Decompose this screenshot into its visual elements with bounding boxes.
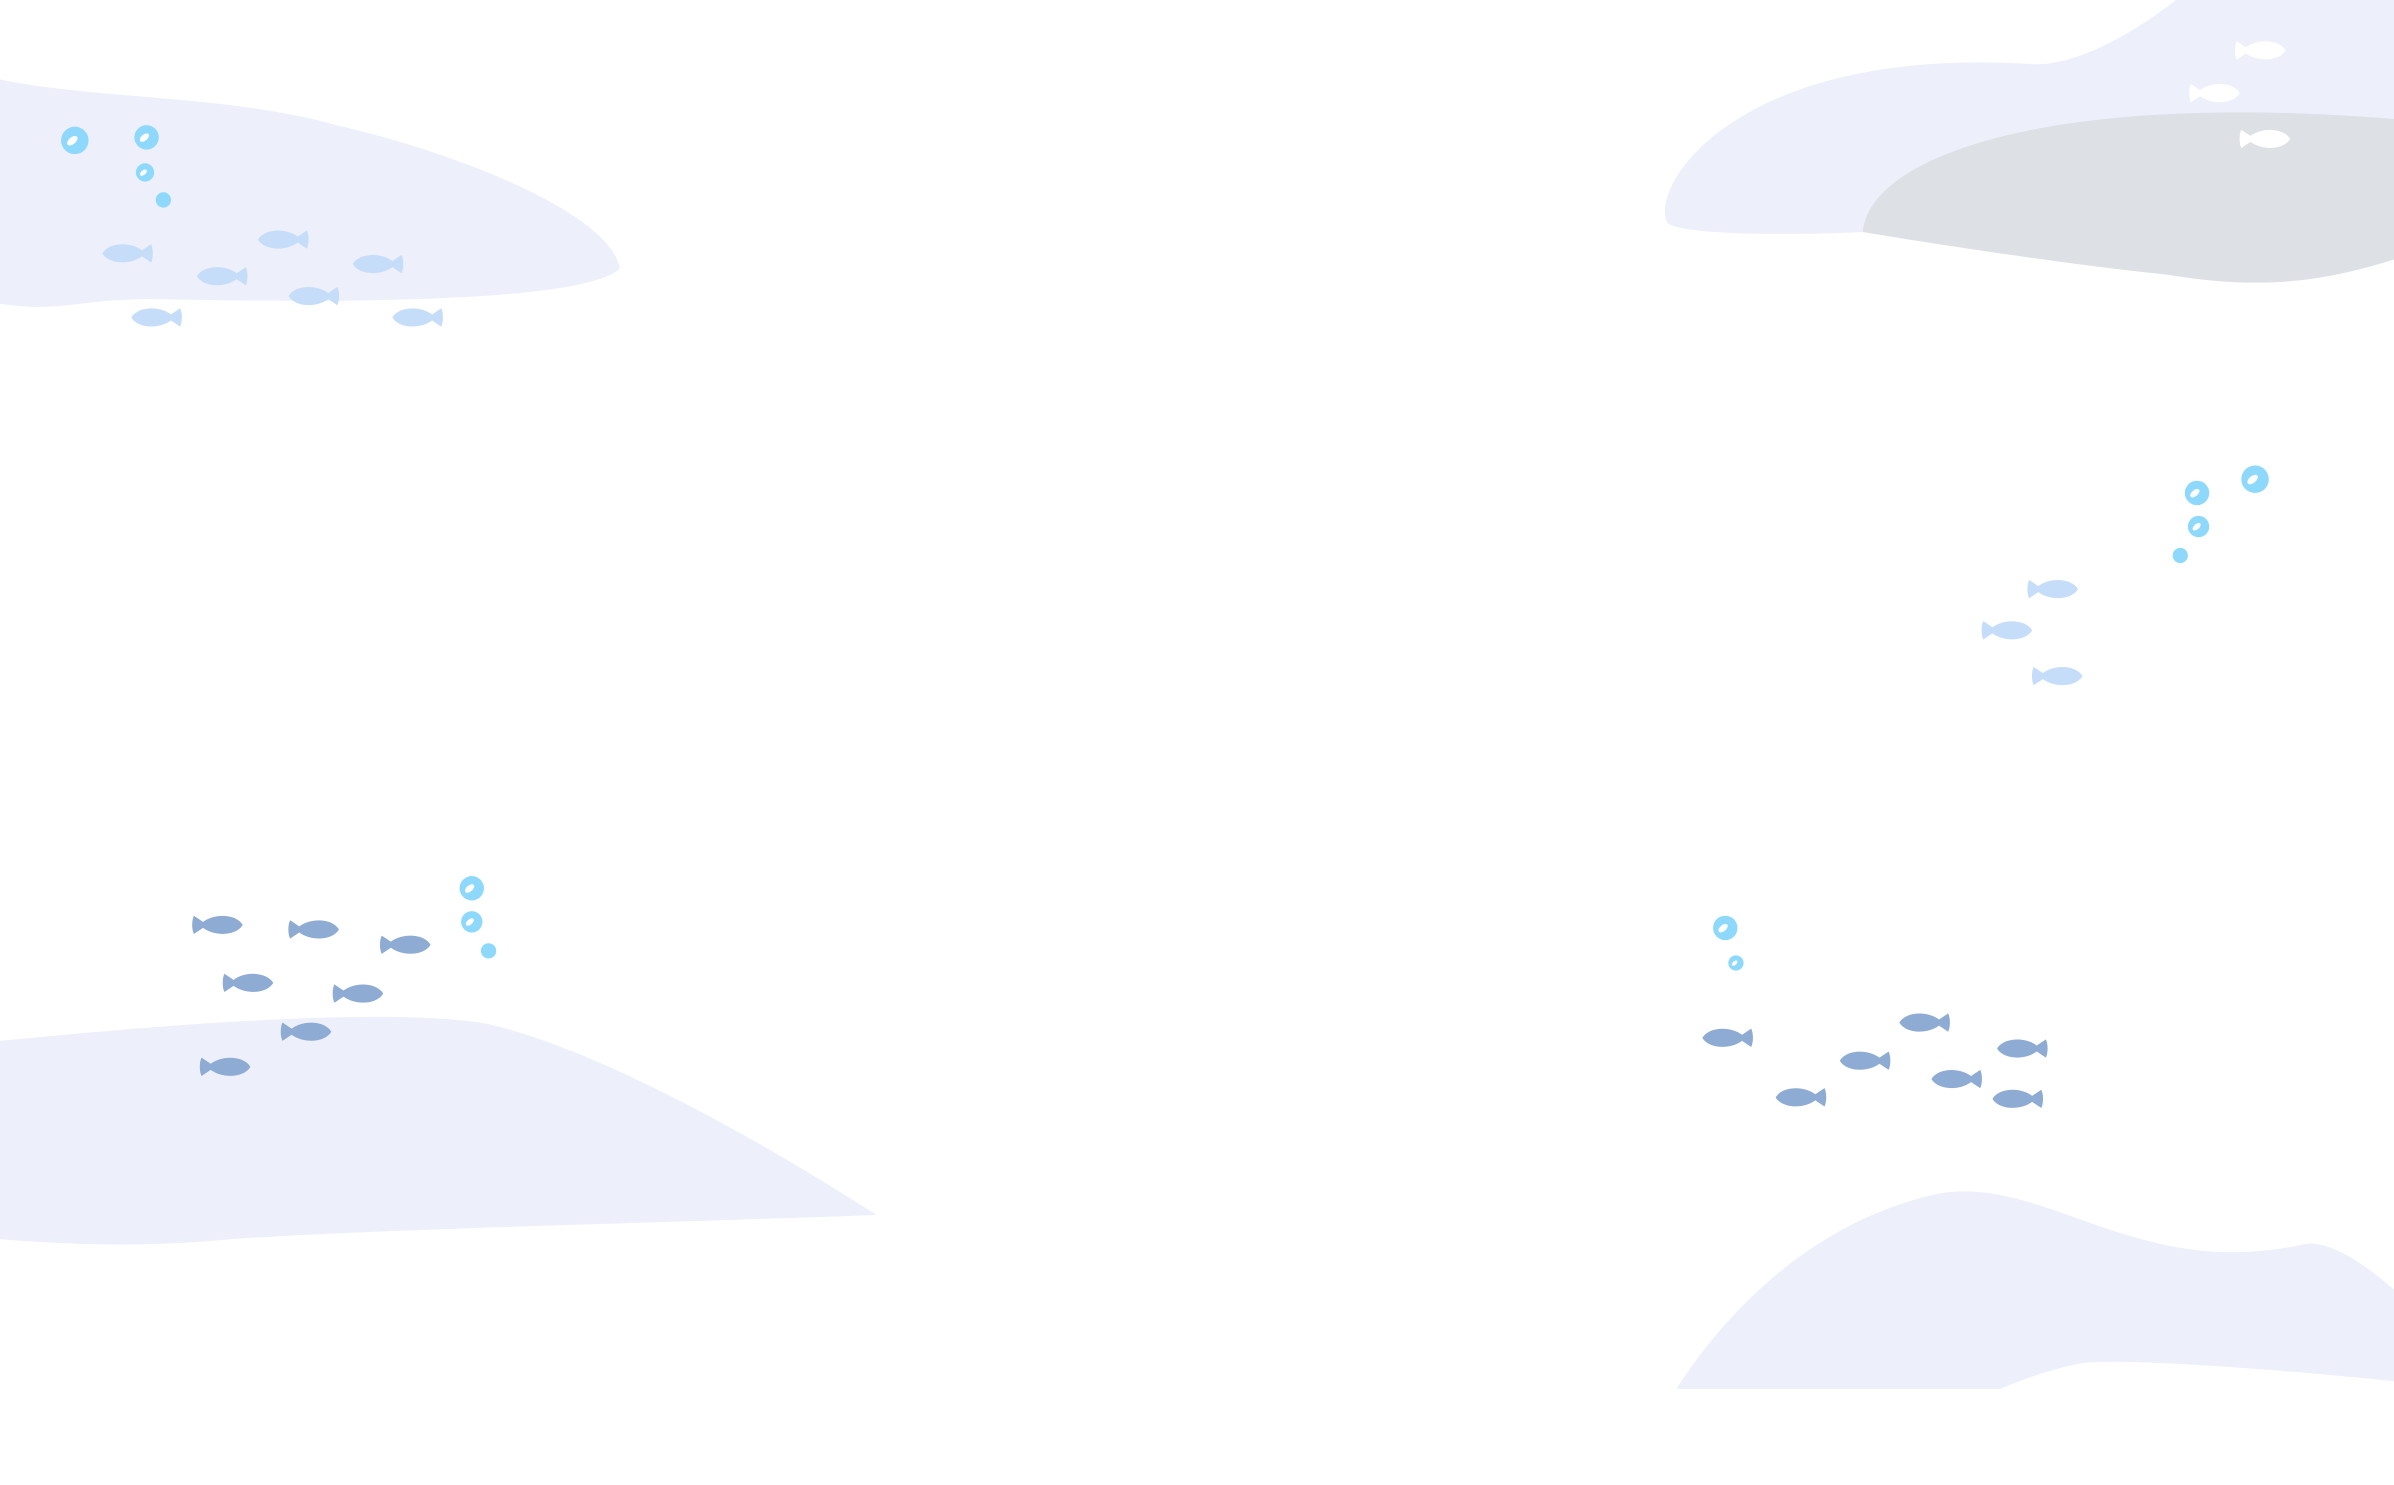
bubble-icon <box>134 125 159 150</box>
bubble-groups <box>61 125 2269 971</box>
rock-blob-bottom-right <box>1676 1191 2394 1389</box>
fish-icon <box>192 915 243 935</box>
fish-icon <box>222 973 274 993</box>
fish-icon <box>1931 1069 1982 1089</box>
cloud-shadow-top-right <box>1862 112 2394 283</box>
bubble-icon <box>135 163 155 182</box>
fish-icon <box>1899 1013 1950 1032</box>
bubble-icon <box>2187 515 2210 538</box>
fish-icon <box>1992 1089 2044 1109</box>
fish-icon <box>1997 1039 2048 1058</box>
fish-icon <box>392 308 443 327</box>
bubble-icon <box>461 911 483 933</box>
fish-icon <box>379 935 431 954</box>
fish-icon <box>1702 1028 1753 1047</box>
cloud-blob-top-left <box>0 79 620 307</box>
bubble-icon <box>480 943 497 959</box>
fish-icon <box>2031 666 2083 686</box>
fish-icon <box>131 308 182 327</box>
fish-icon <box>332 984 384 1003</box>
bubble-icon <box>2172 547 2188 564</box>
bubble-icon <box>2184 480 2210 506</box>
bubble-icon <box>1713 915 1738 941</box>
bubble-icon <box>2241 465 2269 493</box>
rock-blob-bottom-left <box>0 1016 877 1245</box>
fish-icon <box>1839 1051 1891 1070</box>
fish-icon <box>2027 579 2078 599</box>
bubble-icon <box>1728 955 1744 971</box>
fish-icon <box>1981 621 2033 640</box>
fish-icon <box>1775 1088 1827 1107</box>
fish-icon <box>288 920 339 939</box>
bubble-icon <box>61 126 89 155</box>
bubble-icon <box>459 876 484 901</box>
bubble-icon <box>155 192 171 208</box>
